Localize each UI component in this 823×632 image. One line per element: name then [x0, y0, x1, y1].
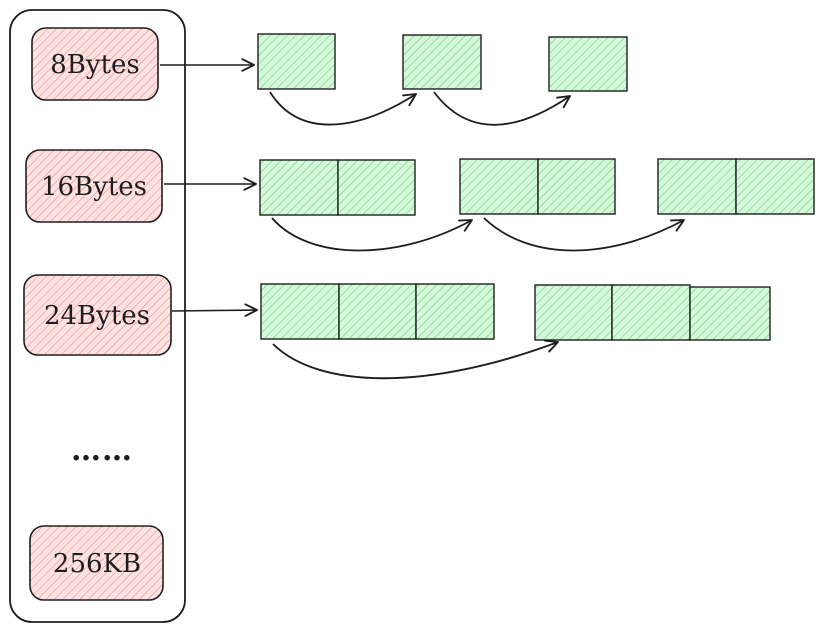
memory-block [402, 34, 482, 90]
size-class-table [9, 9, 186, 623]
size-class-24bytes: 24Bytes [23, 274, 172, 356]
memory-block [415, 283, 495, 340]
memory-block [260, 283, 340, 340]
next-link-arrow [271, 217, 473, 252]
memory-block [611, 284, 691, 341]
freelist-24bytes [171, 283, 771, 380]
next-link-arrow [269, 91, 417, 126]
memory-block [257, 33, 336, 90]
pointer-arrow [171, 303, 258, 317]
memory-block [548, 36, 628, 92]
memory-block [337, 159, 416, 216]
next-link-arrow [433, 91, 571, 126]
size-class-box [25, 149, 163, 223]
size-class-label: 256KB [53, 549, 141, 579]
size-class-label: 24Bytes [44, 301, 150, 331]
size-class-box [31, 27, 159, 101]
memory-block [689, 286, 771, 341]
next-link-arrow [272, 339, 559, 380]
size-class-16bytes: 16Bytes [25, 149, 163, 223]
ellipsis: …… [71, 433, 133, 468]
size-class-box [23, 274, 172, 356]
next-link-arrow [483, 217, 685, 252]
freelist-16bytes [164, 158, 815, 252]
size-class-box [29, 525, 164, 601]
size-class-256kb: 256KB [29, 525, 164, 601]
size-class-label: 8Bytes [50, 50, 140, 80]
freelist-8bytes [160, 33, 628, 126]
memory-block [259, 159, 339, 216]
memory-block [735, 158, 815, 215]
memory-block [459, 158, 539, 215]
size-class-8bytes: 8Bytes [31, 27, 159, 101]
memory-block [537, 158, 616, 215]
memory-block [534, 284, 613, 341]
memory-block [338, 283, 417, 340]
size-class-label: 16Bytes [41, 172, 147, 202]
memory-block [657, 158, 737, 215]
